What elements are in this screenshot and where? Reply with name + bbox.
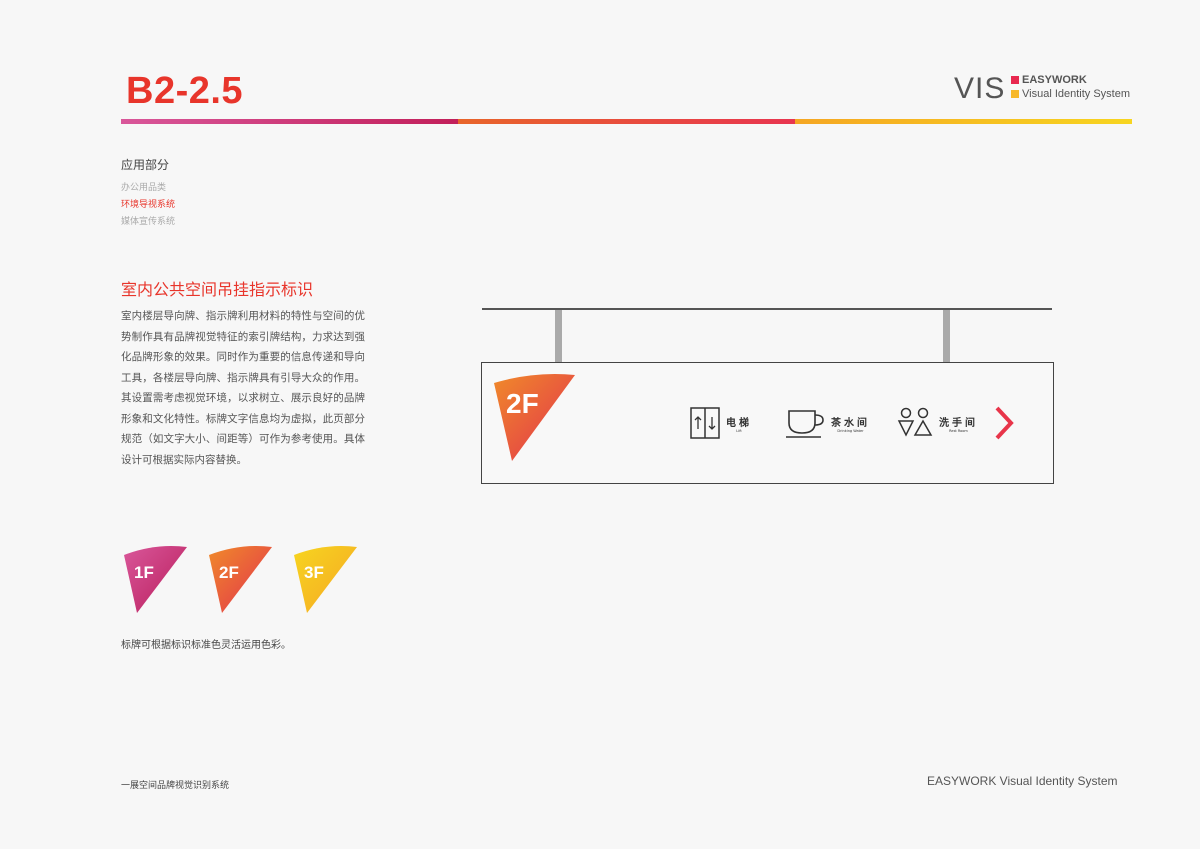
brand-square-icon [1011,76,1019,84]
hanger-left [555,310,562,362]
ceiling-rod [482,308,1052,310]
flag-3f: 3F [294,546,357,613]
sub-square-icon [1011,90,1019,98]
floor-flag-2f: 2F [494,374,575,461]
content-body: 室内楼层导向牌、指示牌利用材料的特性与空间的优势制作具有品牌视觉特征的索引牌结构… [121,310,365,466]
brand-sub-text: Visual Identity System [1022,88,1131,100]
nav-item-office[interactable]: 办公用品类 [121,183,167,193]
floor-flags: 1F 2F 3F [124,546,357,613]
section-title: 应用部分 [121,158,170,172]
flag-label: 2F [219,563,239,582]
cup-icon [786,410,824,438]
footer-right: EASYWORK Visual Identity System [927,774,1118,788]
flag-2f: 2F [209,546,272,613]
gradient-segment-3 [795,119,1132,124]
brand-name: EASYWORK [1011,74,1087,86]
hanger-right [943,310,950,362]
vis-label: VIS [954,72,1006,105]
item-en: Drinking Water [837,428,864,433]
item-cn: 电梯 [726,417,752,429]
item-cn: 茶水间 [831,417,870,429]
arrow-right-icon [995,406,1014,440]
restroom-icon [897,407,933,437]
brand-sub: Visual Identity System [1011,88,1130,100]
flag-label: 3F [304,563,324,582]
floor-label: 2F [506,388,539,419]
gradient-bar [121,119,1132,124]
item-cn: 洗手间 [939,417,978,429]
flag-label: 1F [134,563,154,582]
content-title: 室内公共空间吊挂指示标识 [121,280,314,299]
flag-1f: 1F [124,546,187,613]
color-note: 标牌可根据标识标准色灵活运用色彩。 [121,640,291,651]
item-en: Rest Room [949,428,968,433]
page-code: B2-2.5 [126,70,244,112]
footer-left: 一展空间品牌视觉识别系统 [121,781,230,791]
item-en: Lift [736,428,742,433]
nav-item-media[interactable]: 媒体宣传系统 [121,217,176,227]
gradient-segment-2 [458,119,795,124]
elevator-icon [690,407,720,439]
nav-item-wayfinding[interactable]: 环境导视系统 [121,200,176,210]
brand-text: EASYWORK [1022,74,1087,86]
gradient-segment-1 [121,119,458,124]
